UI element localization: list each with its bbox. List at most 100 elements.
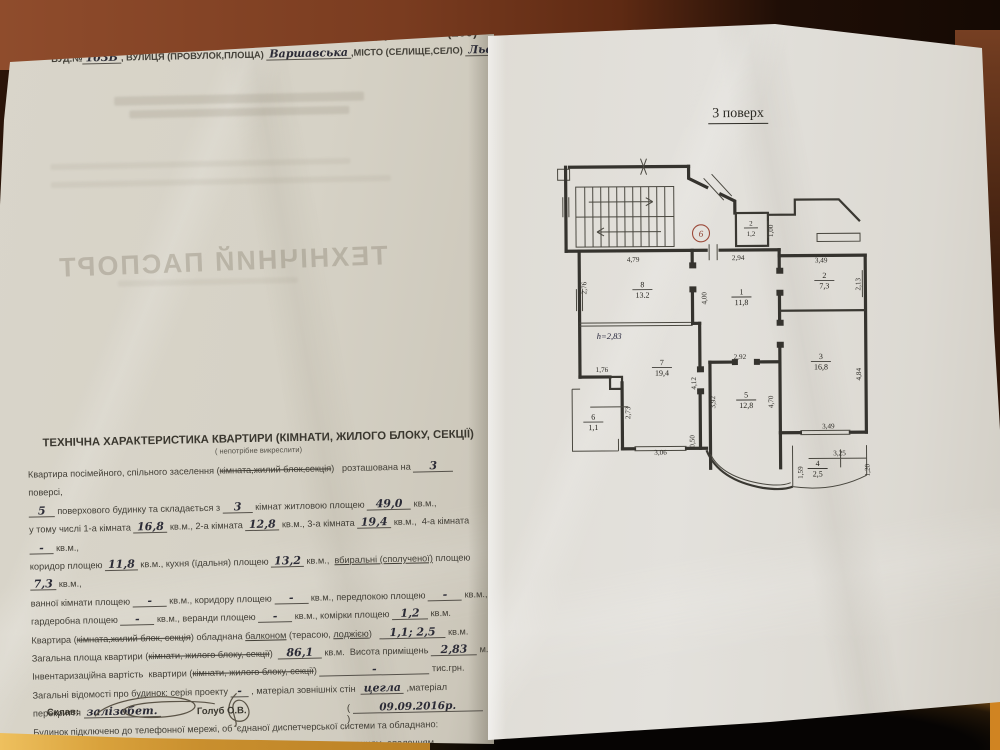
footer-label: Склав:	[46, 706, 80, 719]
room-label: 42,5	[807, 459, 828, 479]
form-value: 3	[413, 459, 454, 473]
signature	[94, 692, 250, 727]
room-number: 2	[749, 220, 753, 227]
room-area: 11,8	[735, 298, 749, 307]
page-fold-light	[488, 24, 506, 740]
form-text: )	[269, 648, 278, 659]
dimension-label: 2,94	[732, 254, 745, 262]
dimension-label: 1,00	[767, 224, 775, 237]
height-note: h=2,83	[597, 331, 622, 341]
room-number: 8	[640, 280, 644, 289]
form-text-underlined: вбиральні (сполученої)	[334, 553, 433, 566]
form-text: кв.м., комірки площею	[292, 609, 393, 622]
form-text: кв.м.,	[461, 588, 488, 600]
form-text: кімнат житловою площею	[252, 499, 368, 512]
room-label: 21,2	[743, 220, 758, 238]
room-number: 4	[816, 459, 820, 468]
room-label: 111,8	[731, 288, 752, 307]
form-value: 19,4	[357, 515, 392, 530]
form-text: кв.м.,	[53, 542, 80, 553]
form-value: 1,2	[391, 607, 429, 621]
dimension-label: 1,76	[596, 366, 609, 374]
showthrough-smudge	[50, 157, 351, 171]
form-text: поверхового будинку та складається з	[54, 502, 223, 516]
form-value: 16,8	[133, 520, 168, 534]
dimension-label: 1,20	[864, 463, 872, 476]
form-text: ) обладнана	[190, 630, 246, 642]
form-text: коридор площею	[29, 560, 106, 572]
form-text-underlined: лоджією	[333, 628, 369, 639]
signature-stroke	[228, 692, 250, 727]
right-page-content: 3 поверх	[488, 24, 1000, 740]
form-text: Квартира (	[31, 634, 77, 646]
room-label: 813.2	[632, 280, 653, 300]
form-text: кв.м., 4-а кімната	[391, 515, 472, 528]
form-value: 3	[222, 500, 253, 514]
room-label: 316,8	[810, 352, 831, 372]
form-text: кв.м., 2-а кімната	[167, 520, 246, 532]
form-text: (терасою,	[286, 628, 334, 640]
dimension-label: 4,12	[690, 377, 698, 390]
date-value: 09.09.2016р.	[352, 700, 483, 714]
form-text: Квартира посімейного, спільного заселенн…	[27, 465, 220, 480]
form-text: кв.м.	[427, 608, 452, 619]
form-text: у тому числі 1-а кімната	[28, 522, 134, 535]
dimension-label: 2,92	[734, 353, 747, 361]
form-text-underlined: балконом	[245, 629, 287, 641]
addr-label-city: ,МІСТО (СЕЛИЩЕ,СЕЛО)	[350, 45, 463, 58]
compiler-name: Голуб О.В.	[196, 705, 247, 718]
dimension-label: 1,59	[797, 466, 805, 479]
right-page: 3 поверх	[488, 24, 1000, 740]
form-text: кв.м.,	[303, 555, 335, 566]
form-text: кв.м., передпокою площею	[308, 590, 429, 603]
room-label: 719,4	[651, 358, 672, 378]
form-value: -	[274, 591, 309, 605]
room-label: 512,8	[736, 390, 757, 410]
form-value: -	[258, 610, 293, 624]
room-number: 1	[739, 288, 743, 297]
room-area: 19,4	[655, 369, 669, 378]
form-text: кв.м., коридору площею	[166, 593, 275, 606]
dimension-label: 4,84	[855, 367, 863, 380]
apartment-badge: 6	[691, 224, 711, 243]
wall-layer	[557, 158, 869, 491]
dimension-label: 3,06	[654, 449, 667, 457]
form-text: тис.грн.	[429, 663, 465, 674]
showthrough-smudge	[114, 91, 365, 106]
form-value: 5	[28, 504, 55, 518]
room-area: 13.2	[635, 291, 649, 300]
signature-stroke	[94, 696, 215, 719]
showthrough-smudge	[129, 105, 350, 119]
form-value: 12,8	[245, 518, 280, 532]
floor-title: 3 поверх	[708, 105, 768, 125]
apartment-badge-number: 6	[699, 229, 704, 239]
apartment-badge-circle	[691, 224, 711, 243]
room-label: 27,3	[814, 271, 835, 290]
floor-plan-svg: 6 h=2,83 4,792,762,944,001,003,492,131,7…	[557, 158, 872, 491]
left-page-content: ПЛАН КВАРТИРИ (КІМНАТИ, ЖИЛОГО БЛОКУ, СЕ…	[27, 34, 494, 744]
dimension-label: 4,00	[700, 292, 708, 305]
room-number: 6	[591, 413, 595, 422]
form-value: -	[132, 594, 167, 608]
room-number: 7	[660, 358, 664, 367]
form-value: 86,1	[277, 646, 322, 660]
dimension-label: 3,25	[833, 449, 846, 457]
dimension-label: 3,49	[822, 422, 835, 430]
showthrough-smudge	[50, 175, 391, 189]
dimension-label: 2,73	[624, 406, 632, 419]
dimension-label: 3,92	[709, 395, 717, 408]
form-text: кв.м.,	[56, 579, 82, 590]
form-text: кв.м. Висота приміщень	[321, 645, 432, 658]
form-text-struck: кімнати, жилого блоку, секції	[148, 648, 270, 662]
room-number: 2	[822, 271, 826, 280]
form-value: -	[120, 613, 155, 627]
form-text: ванної кімнати площею	[30, 596, 133, 609]
addr-value-street: Варшавська	[266, 46, 352, 61]
form-value: 1,1; 2,5	[379, 625, 446, 639]
form-text: кв.м., 3-а кімната	[279, 518, 358, 530]
form-text: м.	[476, 644, 489, 655]
form-text: кв.м.	[445, 626, 469, 637]
